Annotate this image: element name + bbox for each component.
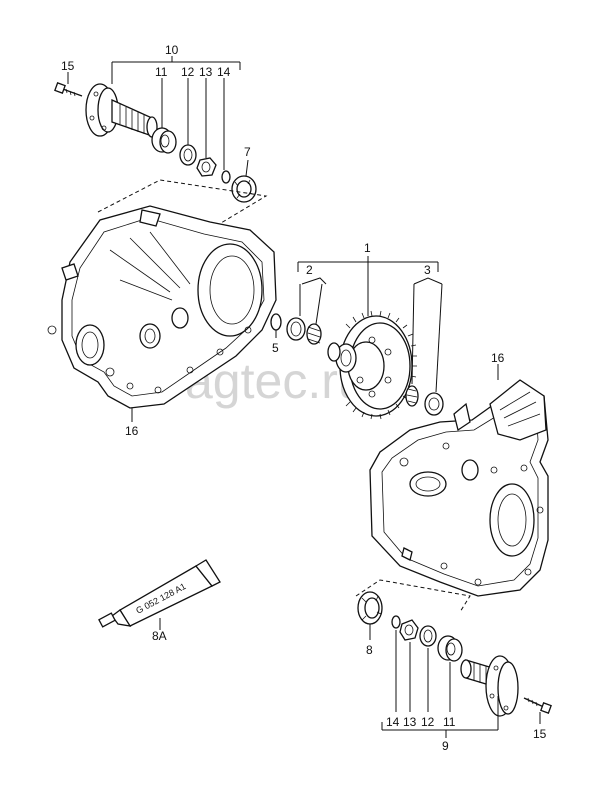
bearing-3 bbox=[424, 392, 444, 416]
seal-7 bbox=[231, 175, 257, 203]
label-8a: 8A bbox=[152, 629, 167, 643]
shim-5 bbox=[270, 313, 282, 338]
leader-lines bbox=[67, 56, 541, 738]
label-15-bottom: 15 bbox=[533, 727, 547, 741]
ring-12-top bbox=[179, 144, 197, 166]
label-1: 1 bbox=[364, 241, 371, 255]
washer-14-bottom bbox=[391, 615, 401, 629]
sealant-tube-8a: G 052 128 A1 bbox=[98, 559, 221, 630]
nut-13-top bbox=[196, 157, 217, 177]
label-11-top: 11 bbox=[155, 65, 168, 79]
label-3: 3 bbox=[424, 263, 431, 277]
bottom-flange-assembly bbox=[357, 591, 552, 717]
bearing-2 bbox=[286, 317, 322, 345]
label-8: 8 bbox=[366, 643, 373, 657]
left-gearbox-housing bbox=[47, 179, 277, 422]
label-9: 9 bbox=[442, 739, 449, 753]
drive-flange-bottom bbox=[460, 655, 519, 717]
label-13-top: 13 bbox=[199, 65, 213, 79]
ring-12-bottom bbox=[419, 625, 437, 647]
bolt-15-bottom bbox=[523, 697, 552, 714]
label-13-bottom: 13 bbox=[403, 715, 417, 729]
bearing-11-bottom bbox=[437, 635, 463, 662]
label-15-top: 15 bbox=[61, 59, 75, 73]
washer-14-top bbox=[221, 170, 231, 184]
label-16-left: 16 bbox=[125, 424, 139, 438]
nut-13-bottom bbox=[399, 619, 419, 641]
drive-flange-top bbox=[85, 83, 158, 138]
bolt-15-top bbox=[54, 82, 83, 97]
differential-assembly bbox=[327, 310, 419, 420]
callout-labels: 10 11 12 13 14 15 7 1 2 3 5 16 16 8A 8 1… bbox=[61, 43, 547, 753]
label-11-bottom: 11 bbox=[443, 715, 456, 729]
label-12-top: 12 bbox=[181, 65, 195, 79]
label-16-right: 16 bbox=[491, 351, 505, 365]
label-14-bottom: 14 bbox=[386, 715, 400, 729]
top-flange-assembly bbox=[54, 82, 257, 203]
label-10: 10 bbox=[165, 43, 179, 57]
bearing-11-top bbox=[151, 127, 177, 154]
label-12-bottom: 12 bbox=[421, 715, 435, 729]
label-5: 5 bbox=[272, 341, 279, 355]
right-gearbox-housing bbox=[355, 364, 549, 613]
seal-8 bbox=[357, 591, 383, 640]
label-7: 7 bbox=[244, 145, 251, 159]
label-14-top: 14 bbox=[217, 65, 231, 79]
label-2: 2 bbox=[306, 263, 313, 277]
